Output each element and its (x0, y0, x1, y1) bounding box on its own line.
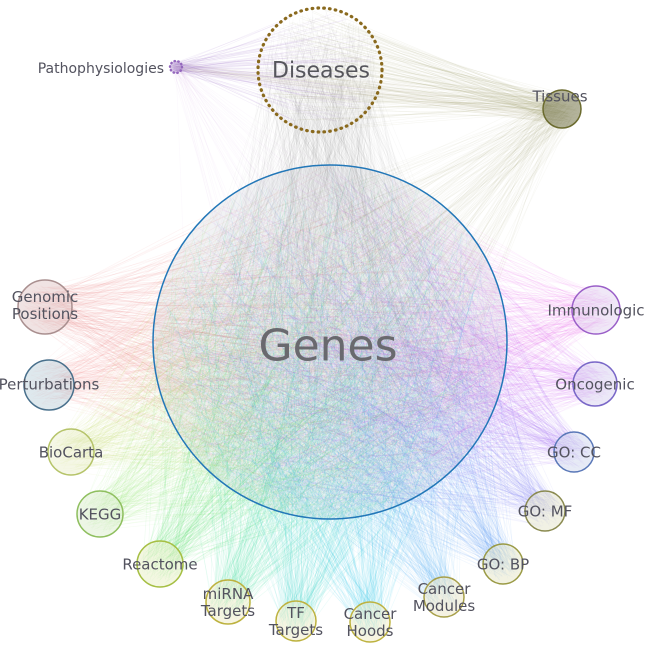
label-go-bp: GO: BP (477, 555, 529, 573)
label-reactome: Reactome (122, 555, 197, 573)
beam-pathophysiologies-genes (170, 61, 473, 461)
beam-genes-mirna_targets (159, 175, 501, 621)
node-pathophysiologies[interactable] (168, 59, 184, 75)
node-go-bp[interactable] (482, 543, 524, 585)
node-oncogenic[interactable] (572, 361, 618, 407)
beam-genes-biocarta (52, 188, 502, 518)
beam-genes-reactome (140, 168, 501, 583)
node-go-mf[interactable] (524, 490, 566, 532)
label-biocarta: BioCarta (39, 443, 104, 461)
label-tissues: Tissues (531, 87, 587, 105)
node-cancer-modules[interactable] (423, 576, 465, 618)
label-kegg: KEGG (79, 505, 122, 523)
nodes (17, 6, 621, 643)
beam-genes-kegg (80, 177, 506, 534)
beam-diseases-tissues (258, 9, 578, 132)
node-diseases[interactable] (256, 6, 384, 134)
beam-pathophysiologies-tissues (170, 62, 575, 124)
beam-genes-immunologic (170, 171, 616, 504)
node-labels: Genes Diseases PathophysiologiesTissuesGen… (0, 59, 645, 640)
label-go-mf: GO: MF (518, 502, 573, 520)
beam-genes-genomic_positions (23, 165, 496, 505)
node-cancer-hoods[interactable] (349, 601, 391, 643)
label-genes: Genes (258, 320, 397, 371)
label-pathophysiologies: Pathophysiologies (38, 61, 164, 77)
beam-diseases-pathophysiologies (170, 10, 378, 130)
node-genomic-positions[interactable] (17, 279, 73, 335)
beam-diseases-genes (179, 8, 480, 490)
node-tf-targets[interactable] (275, 600, 317, 642)
label-immunologic: Immunologic (547, 301, 644, 319)
node-kegg[interactable] (76, 490, 124, 538)
node-genes[interactable] (152, 164, 508, 520)
beam-genes-go_bp (162, 181, 519, 581)
beam-genes-cancer_hoods (162, 179, 494, 639)
genes-interior-wash (153, 165, 507, 519)
node-mirna-targets[interactable] (205, 579, 251, 625)
node-tissues[interactable] (542, 89, 582, 129)
beam-genes-perturbations (28, 175, 495, 518)
node-biocarta[interactable] (47, 428, 95, 476)
beam-genes-go_cc (157, 165, 591, 515)
node-immunologic[interactable] (571, 285, 621, 335)
edge-beams (23, 8, 616, 639)
label-go-cc: GO: CC (547, 443, 601, 461)
node-perturbations[interactable] (23, 359, 75, 411)
node-go-cc[interactable] (553, 431, 595, 473)
beam-genes-oncogenic (165, 164, 614, 510)
beam-genes-tf_targets (155, 167, 505, 638)
label-diseases: Diseases (272, 59, 370, 84)
beam-genes-go_mf (156, 176, 562, 528)
beam-genes-cancer_modules (158, 169, 503, 612)
label-perturbations: Perturbations (0, 375, 100, 393)
label-oncogenic: Oncogenic (555, 375, 634, 393)
node-reactome[interactable] (136, 540, 184, 588)
